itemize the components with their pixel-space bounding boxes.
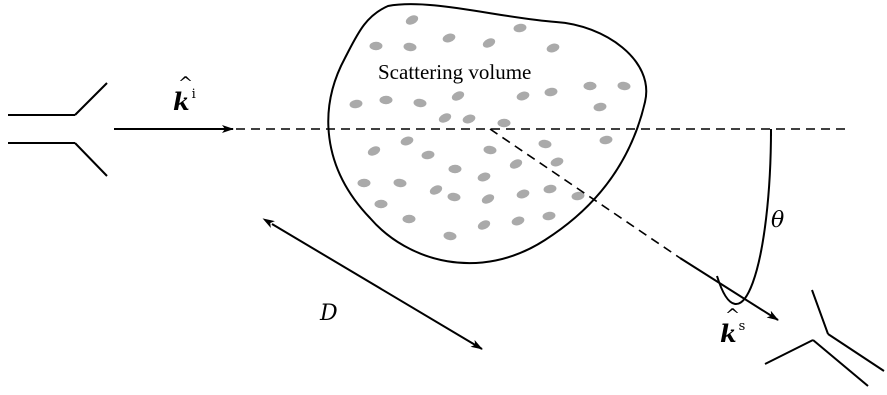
- particle: [516, 189, 530, 199]
- particle: [543, 184, 557, 194]
- particle: [593, 102, 607, 112]
- scattered-hat: ^: [725, 305, 741, 326]
- scatterer-particles: [349, 15, 631, 241]
- angle-arc: [716, 128, 772, 305]
- particle: [405, 15, 419, 25]
- particle: [421, 150, 435, 160]
- particle: [481, 194, 495, 204]
- particle: [369, 41, 383, 51]
- incident-superscript: i: [191, 87, 196, 102]
- particle: [447, 192, 461, 202]
- particle: [550, 157, 564, 167]
- receive-antenna-icon: [764, 289, 885, 387]
- particle: [374, 199, 388, 209]
- particle: [513, 23, 527, 33]
- particle: [542, 211, 556, 221]
- scattered-superscript: s: [738, 319, 746, 334]
- scattering-volume-outline: [327, 3, 648, 265]
- particle: [477, 220, 491, 230]
- particle: [400, 136, 414, 146]
- particle: [544, 87, 558, 97]
- transmit-antenna-icon: [8, 82, 108, 177]
- particle: [477, 172, 491, 182]
- particle: [511, 216, 525, 226]
- particle: [451, 91, 465, 101]
- particle: [497, 118, 511, 128]
- particle: [599, 135, 613, 145]
- particle: [482, 38, 496, 48]
- scattered-dashed-line: [489, 128, 681, 259]
- distance-arrow: [262, 218, 483, 350]
- particle: [571, 191, 585, 201]
- particle: [367, 146, 381, 156]
- particle: [357, 178, 371, 188]
- particle: [546, 43, 560, 53]
- scattered-k-symbol: ^k: [720, 305, 741, 348]
- incident-k-symbol: ^k: [173, 73, 194, 116]
- scattering-volume-label: Scattering volume: [378, 60, 532, 84]
- particle: [462, 114, 476, 124]
- particle: [483, 145, 497, 155]
- angle-label: θ: [771, 208, 785, 233]
- particle: [443, 231, 457, 241]
- distance-label: D: [320, 301, 338, 326]
- particle: [402, 214, 416, 224]
- particle: [393, 178, 407, 188]
- particle: [583, 81, 597, 91]
- particle: [349, 99, 363, 109]
- incident-hat: ^: [178, 73, 194, 94]
- particle: [438, 113, 452, 123]
- particle: [538, 139, 552, 149]
- particle: [509, 159, 523, 169]
- particle: [442, 33, 456, 43]
- particle: [379, 95, 393, 105]
- particle: [429, 185, 443, 195]
- particle: [516, 91, 530, 101]
- particle: [413, 98, 427, 108]
- particle: [403, 42, 417, 52]
- scattered-arrow: [679, 257, 779, 321]
- particle: [617, 81, 631, 91]
- particle: [448, 164, 462, 174]
